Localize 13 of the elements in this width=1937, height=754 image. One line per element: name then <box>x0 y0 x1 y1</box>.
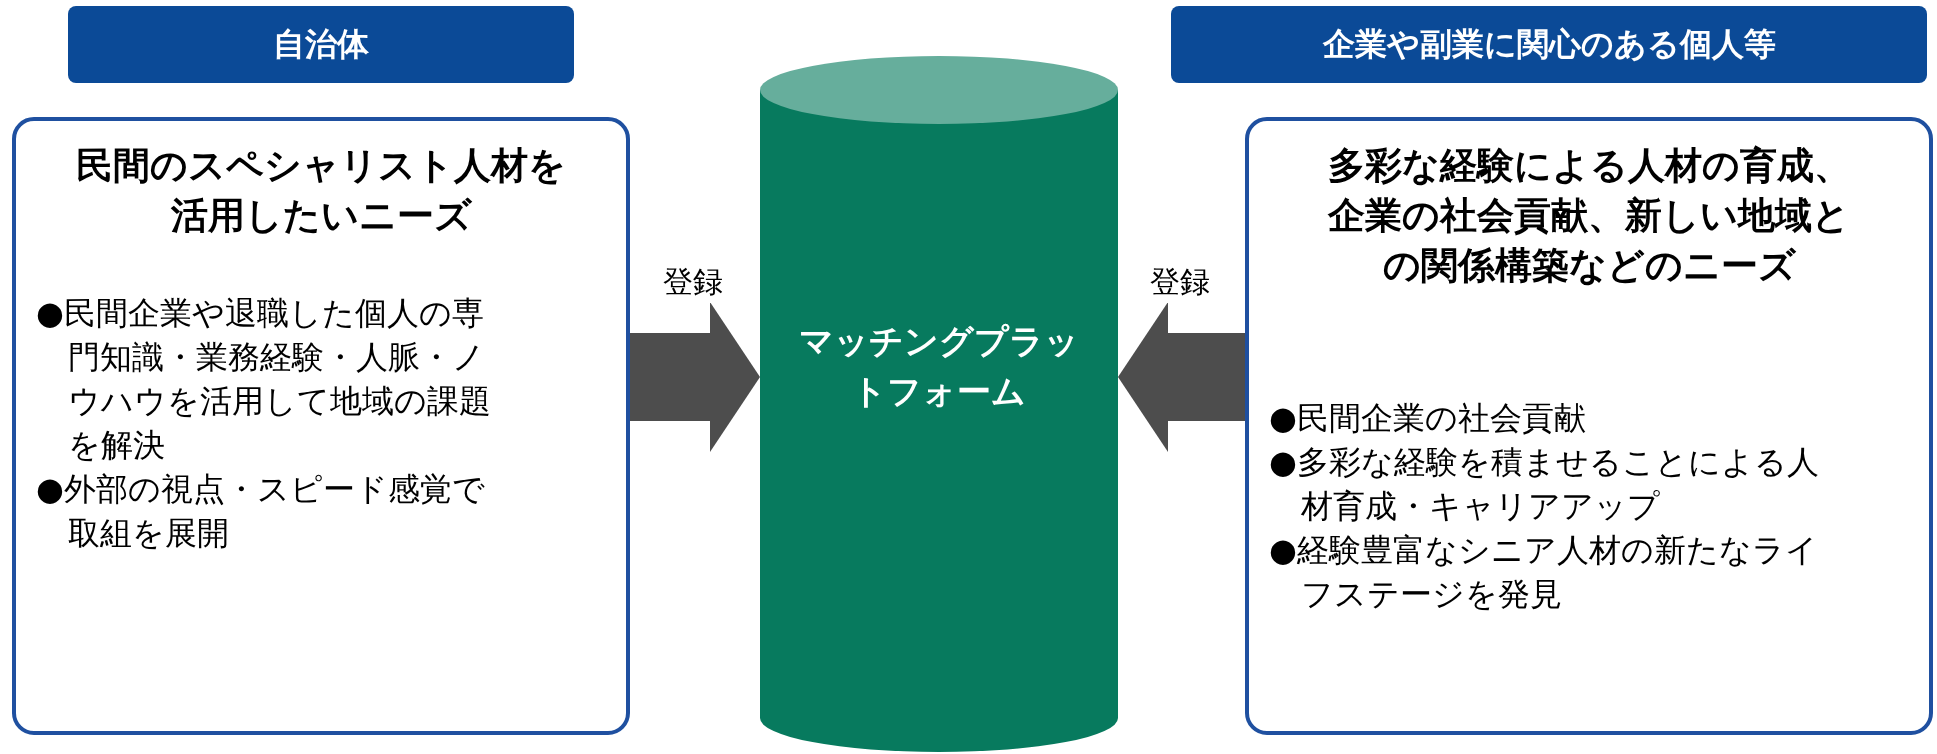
content-box <box>1245 117 1933 735</box>
block-arrow <box>630 302 760 452</box>
bullet-item: ●外部の視点・スピード感覚で取組を展開 <box>36 469 486 554</box>
bullet-item: ●民間企業の社会貢献 <box>1269 398 1587 439</box>
header-band: 企業や副業に関心のある個人等 <box>1171 6 1927 83</box>
header-band: 自治体 <box>68 6 574 83</box>
block-arrow <box>1118 302 1245 452</box>
bullet-item: ●多彩な経験を積ませることによる人材育成・キャリアアップ <box>1269 442 1820 527</box>
heading: 多彩な経験による人材の育成、企業の社会貢献、新しい地域との関係構築などのニーズ <box>1326 143 1852 289</box>
heading: 民間のスペシャリスト人材を活用したいニーズ <box>76 143 566 239</box>
bullet-item: ●経験豊富なシニア人材の新たなライフステージを発見 <box>1269 530 1819 615</box>
bullet-item: ●民間企業や退職した個人の専門知識・業務経験・人脈・ノウハウを活用して地域の課題を解決 <box>36 293 492 466</box>
content-box <box>12 117 630 735</box>
